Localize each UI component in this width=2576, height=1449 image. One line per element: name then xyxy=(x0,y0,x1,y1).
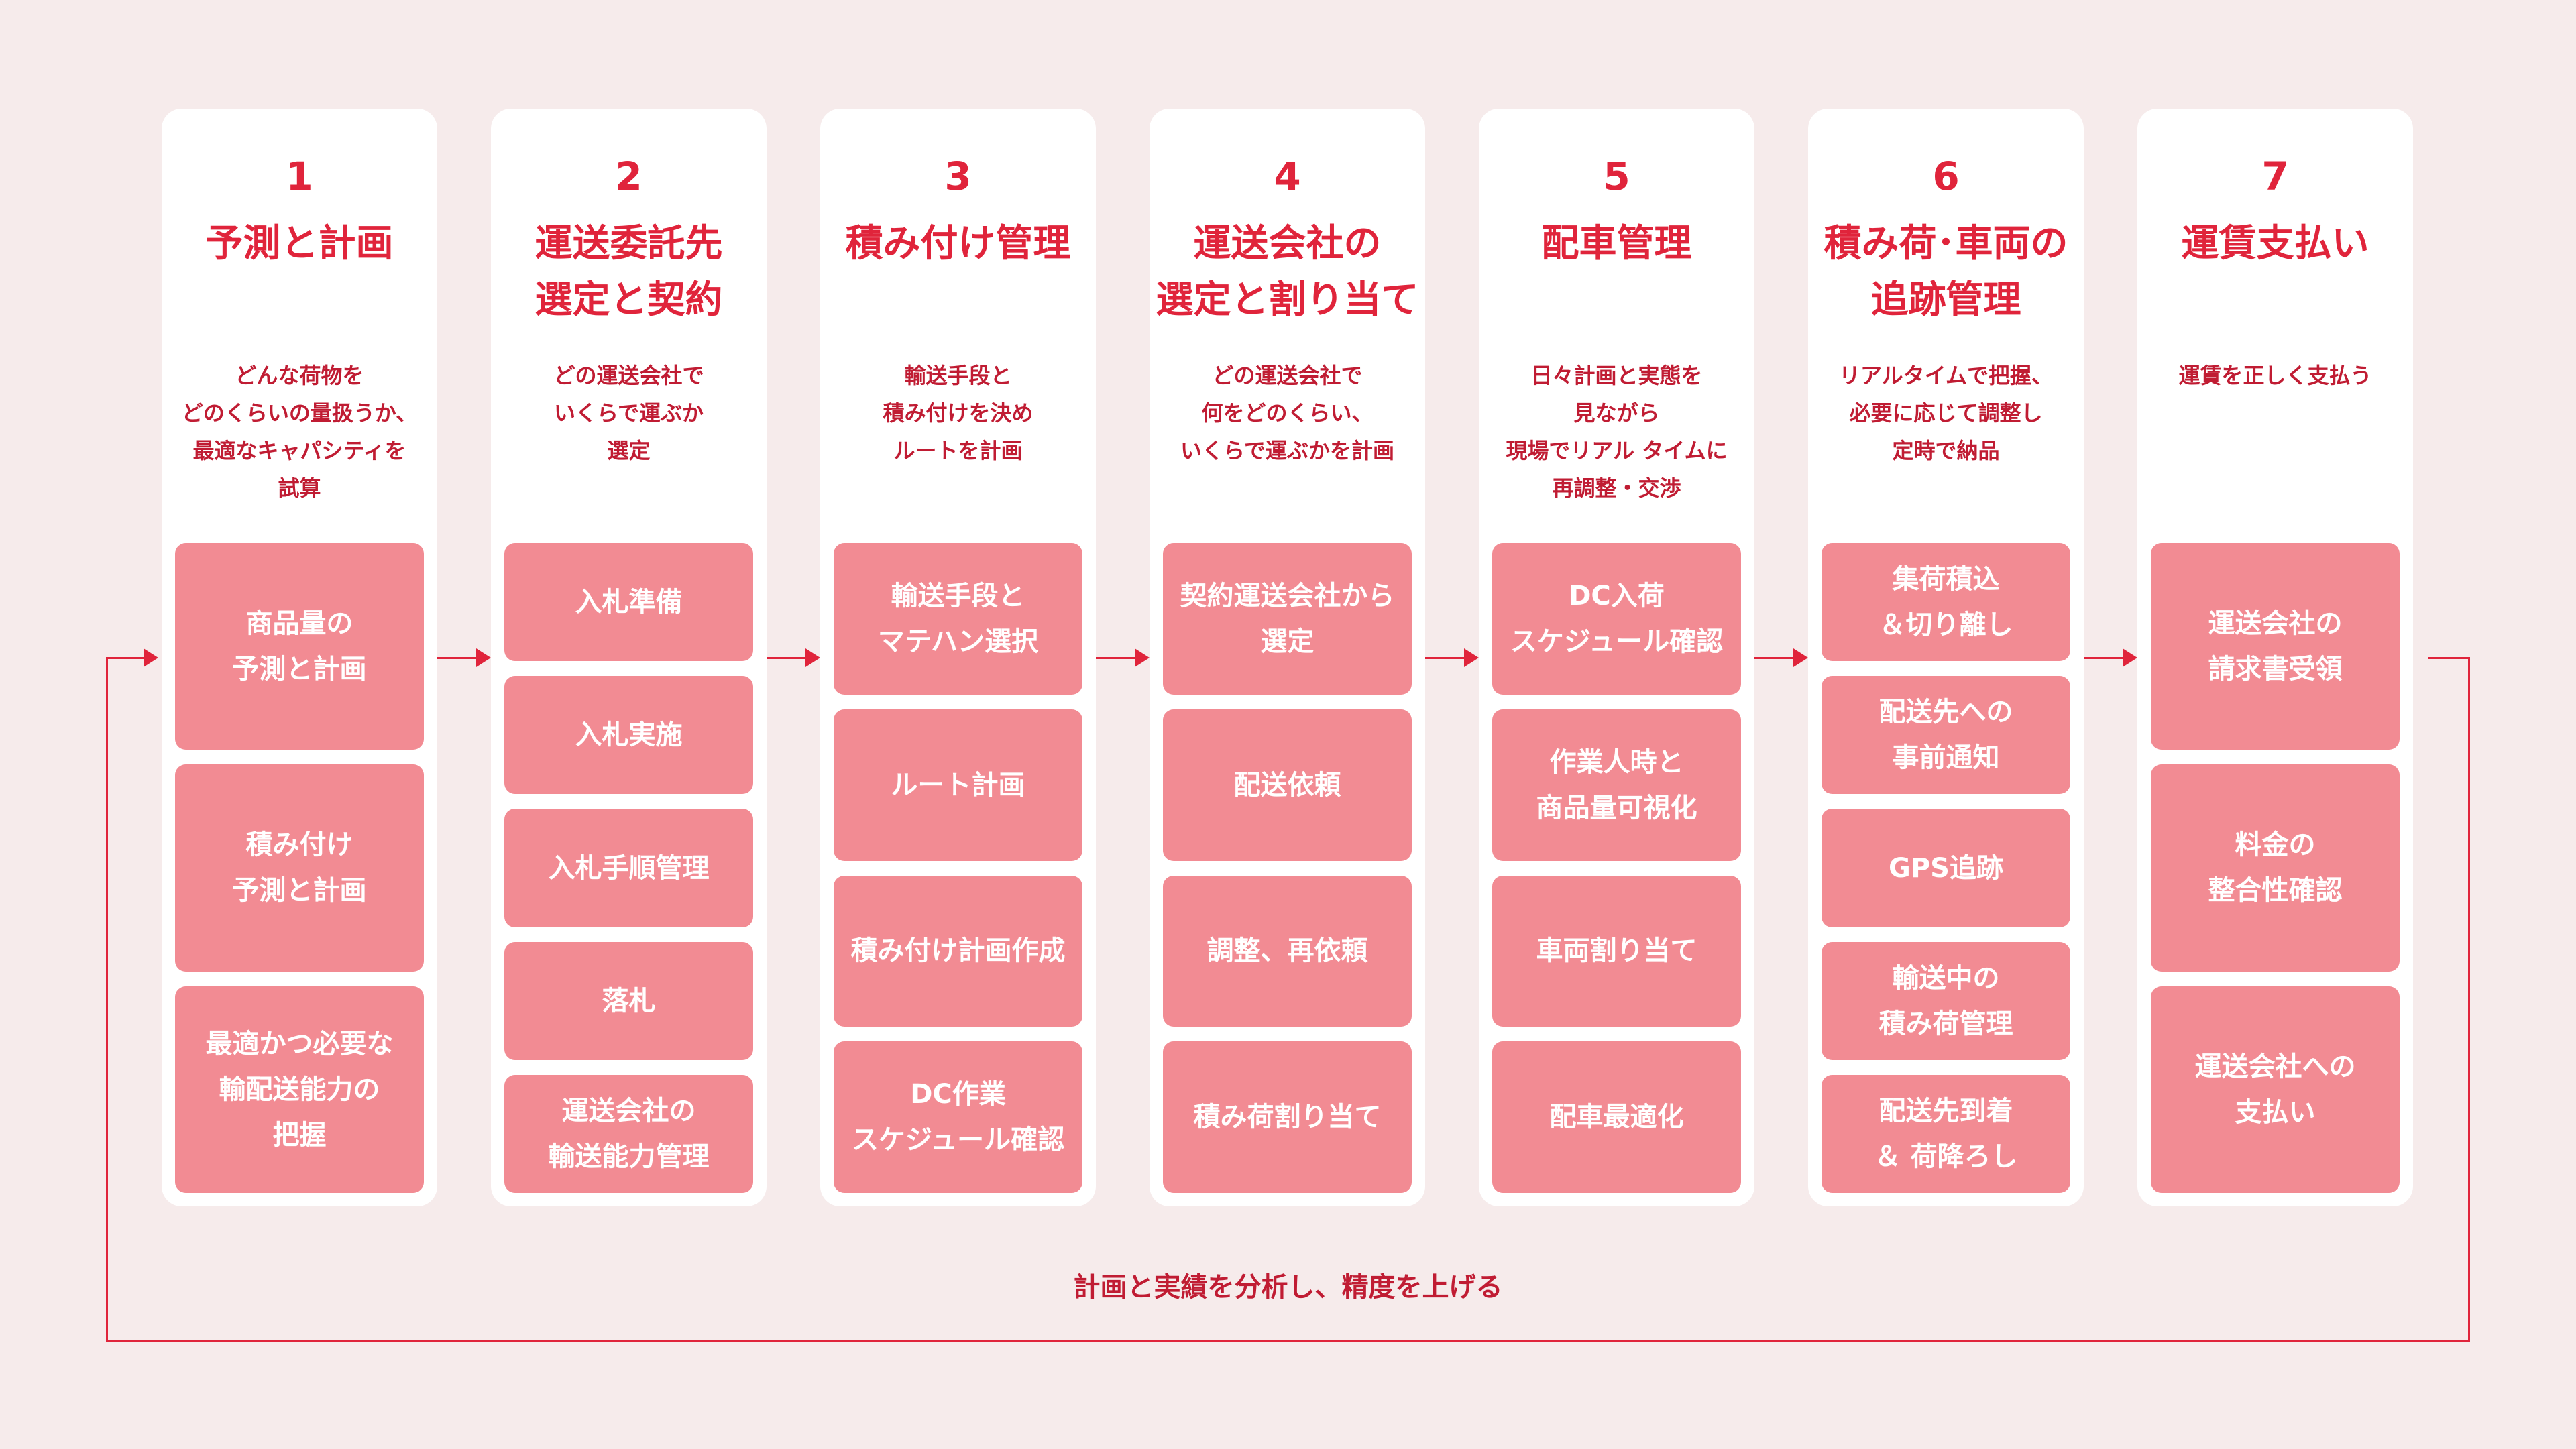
step-description: 日々計画と実態を 見ながら 現場でリアル タイムに 再調整・交渉 xyxy=(1506,363,1728,501)
step-card-3: 3 積み付け管理輸送手段と 積み付けを決め ルートを計画輸送手段と マテハン選択ル… xyxy=(820,109,1096,1206)
task-box: 運送会社の 請求書受領 xyxy=(2151,543,2400,750)
task-box: 積み付け計画作成 xyxy=(834,875,1082,1027)
task-box: 積み付け 予測と計画 xyxy=(175,764,424,972)
step-number: 3 xyxy=(944,154,972,199)
connector-arrow-icon xyxy=(476,648,491,667)
step-task-list: 運送会社の 請求書受領料金の 整合性確認運送会社への 支払い xyxy=(2151,543,2400,1193)
step-title: 運賃支払い xyxy=(2181,222,2369,266)
step-task-list: DC入荷 スケジュール確認作業人時と 商品量可視化車両割り当て配車最適化 xyxy=(1492,543,1741,1193)
step-number: 1 xyxy=(286,154,313,199)
task-box: GPS追跡 xyxy=(1822,809,2070,927)
task-box: 調整、再依頼 xyxy=(1163,875,1412,1027)
step-title: 積み付け管理 xyxy=(845,222,1071,266)
task-box: 契約運送会社から 選定 xyxy=(1163,543,1412,695)
step-title: 配車管理 xyxy=(1541,222,1692,266)
step-task-list: 契約運送会社から 選定配送依頼調整、再依頼積み荷割り当て xyxy=(1163,543,1412,1193)
task-box: 運送会社の 輸送能力管理 xyxy=(504,1074,753,1193)
step-description: リアルタイムで把握、 必要に応じて調整し 定時で納品 xyxy=(1838,363,2054,463)
task-box: 入札実施 xyxy=(504,676,753,795)
task-box: 入札手順管理 xyxy=(504,809,753,927)
feedback-loop-bottom xyxy=(106,1340,2470,1342)
step-number: 7 xyxy=(2261,154,2289,199)
task-box: ルート計画 xyxy=(834,709,1082,861)
task-box: 配送先への 事前通知 xyxy=(1822,676,2070,795)
feedback-loop-right-vertical xyxy=(2468,657,2470,1342)
step-card-1: 1 予測と計画どんな荷物を どのくらいの量扱うか、 最適なキャパシティを 試算商品… xyxy=(162,109,437,1206)
step-task-list: 集荷積込 ＆切り離し配送先への 事前通知 GPS追跡輸送中の 積み荷管理配送先到着… xyxy=(1822,543,2070,1193)
task-box: 車両割り当て xyxy=(1492,875,1741,1027)
connector-line-4 xyxy=(1425,657,1464,659)
connector-arrow-icon xyxy=(1464,648,1479,667)
step-card-4: 4 運送会社の 選定と割り当てどの運送会社で 何をどのくらい、 いくらで運ぶかを計… xyxy=(1150,109,1425,1206)
step-description: 運賃を正しく支払う xyxy=(2178,363,2372,388)
task-box: 配送依頼 xyxy=(1163,709,1412,861)
step-title: 積み荷･車両の 追跡管理 xyxy=(1824,222,2068,322)
task-box: 配送先到着 ＆ 荷降ろし xyxy=(1822,1074,2070,1193)
step-title: 予測と計画 xyxy=(205,222,394,266)
step-card-5: 5 配車管理日々計画と実態を 見ながら 現場でリアル タイムに 再調整・交渉 DC入… xyxy=(1479,109,1754,1206)
task-box: 落札 xyxy=(504,941,753,1060)
task-box: 輸送中の 積み荷管理 xyxy=(1822,941,2070,1060)
connector-line-6 xyxy=(2084,657,2123,659)
task-box: 積み荷割り当て xyxy=(1163,1041,1412,1193)
task-box: DC作業 スケジュール確認 xyxy=(834,1041,1082,1193)
step-number: 6 xyxy=(1932,154,1960,199)
task-box: DC入荷 スケジュール確認 xyxy=(1492,543,1741,695)
connector-line-3 xyxy=(1096,657,1135,659)
step-description: 輸送手段と 積み付けを決め ルートを計画 xyxy=(883,363,1033,463)
feedback-loop-entry-line xyxy=(106,657,144,659)
connector-arrow-icon xyxy=(805,648,820,667)
task-box: 配車最適化 xyxy=(1492,1041,1741,1193)
step-description: どの運送会社で いくらで運ぶか 選定 xyxy=(553,363,704,463)
step-card-6: 6 積み荷･車両の 追跡管理リアルタイムで把握、 必要に応じて調整し 定時で納品集… xyxy=(1808,109,2084,1206)
connector-line-2 xyxy=(767,657,805,659)
step-description: どんな荷物を どのくらいの量扱うか、 最適なキャパシティを 試算 xyxy=(181,363,418,501)
step-number: 5 xyxy=(1603,154,1630,199)
task-box: 最適かつ必要な 輸配送能力の 把握 xyxy=(175,986,424,1193)
step-card-7: 7 運賃支払い運賃を正しく支払う運送会社の 請求書受領料金の 整合性確認運送会社へ… xyxy=(2137,109,2413,1206)
task-box: 集荷積込 ＆切り離し xyxy=(1822,543,2070,662)
feedback-loop-label: 計画と実績を分析し、精度を上げる xyxy=(1073,1272,1503,1303)
step-title: 運送会社の 選定と割り当て xyxy=(1156,222,1419,322)
connector-arrow-icon xyxy=(1135,648,1150,667)
task-box: 輸送手段と マテハン選択 xyxy=(834,543,1082,695)
connector-line-5 xyxy=(1754,657,1793,659)
task-box: 入札準備 xyxy=(504,543,753,662)
feedback-loop-left-vertical xyxy=(106,657,108,1342)
step-number: 2 xyxy=(615,154,642,199)
step-task-list: 入札準備入札実施入札手順管理落札運送会社の 輸送能力管理 xyxy=(504,543,753,1193)
task-box: 作業人時と 商品量可視化 xyxy=(1492,709,1741,861)
task-box: 料金の 整合性確認 xyxy=(2151,764,2400,972)
feedback-loop-entry-arrow-icon xyxy=(144,648,158,667)
step-description: どの運送会社で 何をどのくらい、 いくらで運ぶかを計画 xyxy=(1180,363,1395,463)
step-title: 運送委託先 選定と契約 xyxy=(535,222,723,322)
connector-line-1 xyxy=(437,657,476,659)
connector-arrow-icon xyxy=(2123,648,2137,667)
task-box: 商品量の 予測と計画 xyxy=(175,543,424,750)
step-number: 4 xyxy=(1274,154,1301,199)
task-box: 運送会社への 支払い xyxy=(2151,986,2400,1193)
step-task-list: 商品量の 予測と計画積み付け 予測と計画最適かつ必要な 輸配送能力の 把握 xyxy=(175,543,424,1193)
feedback-loop-right-stub xyxy=(2428,657,2470,659)
connector-arrow-icon xyxy=(1793,648,1808,667)
